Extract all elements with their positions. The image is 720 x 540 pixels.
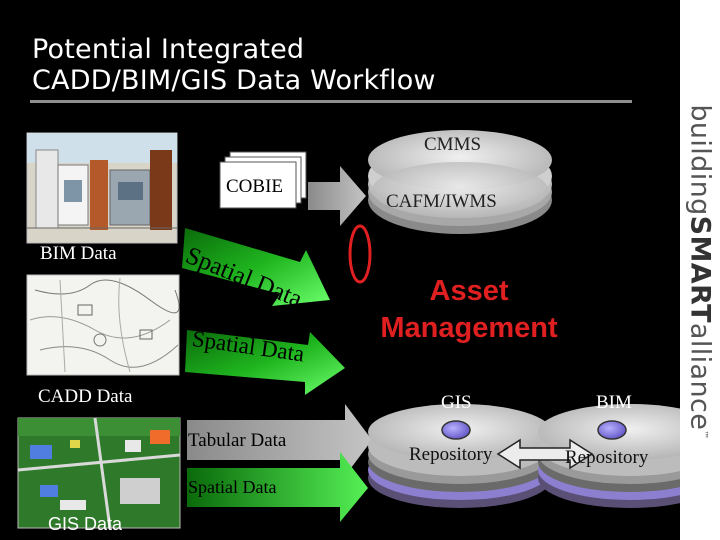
brand-part-1: building	[684, 104, 716, 216]
tabular-data-label: Tabular Data	[188, 430, 287, 451]
bim-thumbnail	[26, 132, 178, 244]
double-arrow-icon	[496, 438, 594, 470]
selection-marker	[348, 224, 372, 284]
asset-management-label: Asset Management	[364, 273, 574, 347]
title-line-1: Potential Integrated	[32, 34, 305, 65]
cmms-label: CMMS	[424, 134, 482, 155]
cafm-label: CAFM/IWMS	[386, 191, 497, 212]
cadd-thumbnail	[26, 274, 180, 376]
tabular-arrow	[187, 404, 372, 476]
cadd-spatial-arrow	[185, 330, 345, 395]
gis-repository-title: GIS	[441, 392, 472, 413]
cmms-disk-stack	[368, 130, 552, 234]
brand-part-3: alliance	[684, 322, 716, 431]
bim-data-label: BIM Data	[40, 243, 117, 264]
document-stack-icon	[219, 151, 307, 209]
spatial-data-label-3: Spatial Data	[188, 477, 277, 497]
bim-repository-label: Repository	[565, 447, 649, 468]
branding-band	[680, 0, 720, 540]
cobie-arrow	[308, 166, 366, 226]
workflow-diagram	[17, 130, 680, 529]
gis-disk-stack	[368, 404, 552, 508]
title-divider	[30, 100, 632, 103]
page-title: Potential Integrated CADD/BIM/GIS Data W…	[32, 34, 436, 96]
bim-repository-title: BIM	[596, 392, 632, 413]
asset-line-2: Management	[380, 312, 558, 344]
bim-spatial-arrow	[182, 228, 330, 306]
gis-data-label: GIS Data	[48, 514, 123, 534]
brand-trademark: ™	[698, 430, 709, 440]
brand-part-2: SMART	[684, 215, 716, 323]
title-line-2: CADD/BIM/GIS Data Workflow	[32, 65, 436, 96]
asset-line-1: Asset	[429, 275, 509, 307]
gis-repository-label: Repository	[409, 444, 493, 465]
cadd-data-label: CADD Data	[38, 386, 133, 407]
cobie-label: COBIE	[226, 176, 283, 197]
bim-disk-stack	[538, 404, 680, 508]
gis-spatial-arrow	[187, 452, 368, 522]
gis-thumbnail	[17, 417, 181, 529]
